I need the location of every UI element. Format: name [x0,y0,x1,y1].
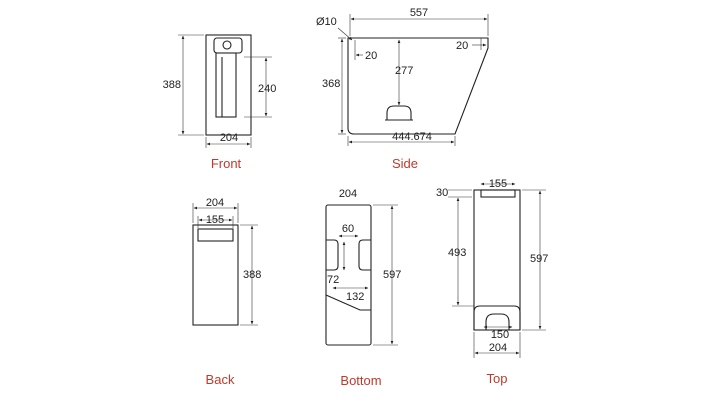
side-caption: Side [392,156,418,171]
top-inner-width-label: 155 [489,178,507,190]
top-caption: Top [487,371,508,386]
top-length-label: 597 [530,253,548,265]
bottom-outline [325,204,372,346]
back-width-label: 204 [206,197,224,209]
front-caption: Front [211,156,242,171]
bottom-length-label: 597 [383,269,401,281]
top-inner-length-label: 493 [448,247,466,259]
front-top-recess [213,37,243,54]
top-outlet [485,313,510,330]
front-hole [222,40,232,50]
back-outline [192,224,239,326]
back-top-recess [197,228,234,242]
top-rim [480,189,516,198]
front-width-label: 204 [220,132,238,144]
back-caption: Back [206,372,235,387]
side-right-offset-label: 20 [456,40,468,52]
front-view: 388 240 204 Front [163,34,276,171]
top-edge-label: 30 [436,187,448,199]
bottom-spacing-label: 132 [346,291,364,303]
side-hole-label: Ø10 [316,16,337,28]
side-view: Ø10 557 20 20 277 368 444.674 Side [316,7,489,171]
top-outline [473,189,521,331]
side-height-label: 368 [322,78,340,90]
top-outlet-label: 150 [491,329,509,341]
side-outline [347,37,489,135]
top-outlet-surround [473,305,521,330]
side-top-length-label: 557 [410,7,428,19]
bottom-slot-height-label: 72 [327,274,339,286]
front-height-label: 388 [163,79,181,91]
back-height-label: 388 [243,269,261,281]
side-hole-leader [337,27,353,41]
bottom-slot-width-label: 60 [342,223,354,235]
top-view: 30 155 493 597 150 204 Top [436,178,548,386]
side-depth-label: 277 [395,65,413,77]
bottom-slot-left [326,239,339,271]
front-inner-height-label: 240 [258,83,276,95]
back-inner-width-label: 155 [206,214,224,226]
back-view: 204 155 388 Back [192,197,261,387]
bottom-view: 204 60 72 132 597 Bottom [325,188,401,388]
side-outlet [386,105,412,120]
top-width-label: 204 [489,342,507,354]
front-channel [215,52,237,118]
bottom-width-label: 204 [339,188,357,200]
front-outline [205,34,252,136]
side-base-length-label: 444.674 [392,131,432,143]
bottom-caption: Bottom [340,373,381,388]
bottom-contour-line [325,294,371,311]
side-left-offset-label: 20 [365,50,377,62]
bottom-slot-right [358,239,371,271]
